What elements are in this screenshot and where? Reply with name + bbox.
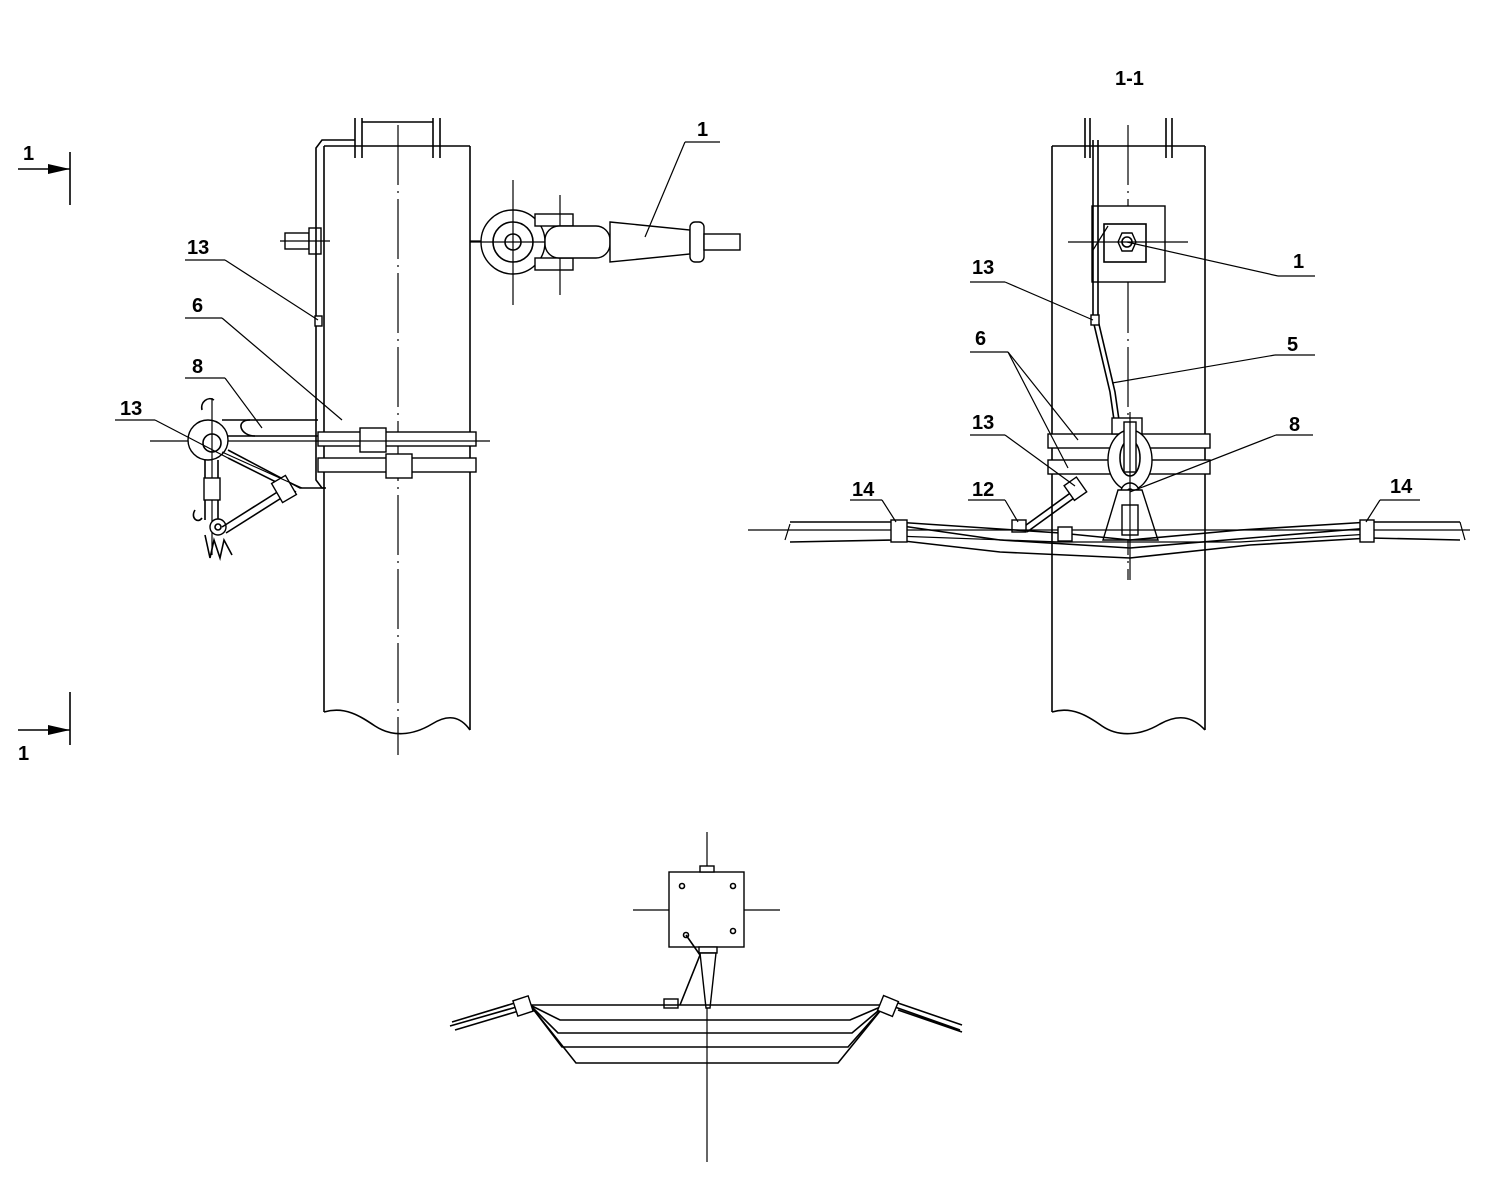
- front-callout-13a: 13: [187, 237, 209, 259]
- front-callout-8: 8: [192, 356, 203, 378]
- front-tension-clamp: [280, 180, 741, 305]
- side-callout-5: 5: [1287, 334, 1298, 356]
- side-conductor-bundle: [748, 519, 1470, 559]
- front-callout-6: 6: [192, 295, 203, 317]
- front-callout-1: 1: [697, 119, 708, 141]
- front-view: 1 13 6 8 13: [115, 118, 741, 755]
- front-hoop-bands: [150, 427, 490, 479]
- plan-view: [449, 832, 963, 1162]
- section-marker-top: 1: [18, 143, 71, 205]
- side-callout-14a: 14: [852, 479, 875, 501]
- side-view: 1-1: [748, 68, 1470, 735]
- side-clamp-12: [1011, 519, 1027, 533]
- side-callout-13a: 13: [972, 257, 994, 279]
- front-clip-13: [314, 315, 323, 327]
- side-callout-6: 6: [975, 328, 986, 350]
- front-leaders: [115, 141, 720, 459]
- front-callout-13b: 13: [120, 398, 142, 420]
- side-bolt-plate: [1068, 205, 1188, 283]
- section-marker-bottom-label: 1: [18, 743, 29, 765]
- side-callout-8: 8: [1289, 414, 1300, 436]
- section-marker-top-label: 1: [23, 143, 34, 165]
- side-callout-1: 1: [1293, 251, 1304, 273]
- side-clip-13: [1090, 314, 1100, 326]
- section-marker-bottom: 1: [18, 692, 71, 765]
- side-callout-12: 12: [972, 479, 994, 501]
- side-callout-13b: 13: [972, 412, 994, 434]
- side-view-title: 1-1: [1115, 68, 1144, 90]
- side-leaders: [850, 241, 1420, 523]
- side-callout-14b: 14: [1390, 476, 1413, 498]
- plan-conductor-bundle: [449, 994, 963, 1064]
- front-suspension-assembly: [187, 397, 325, 561]
